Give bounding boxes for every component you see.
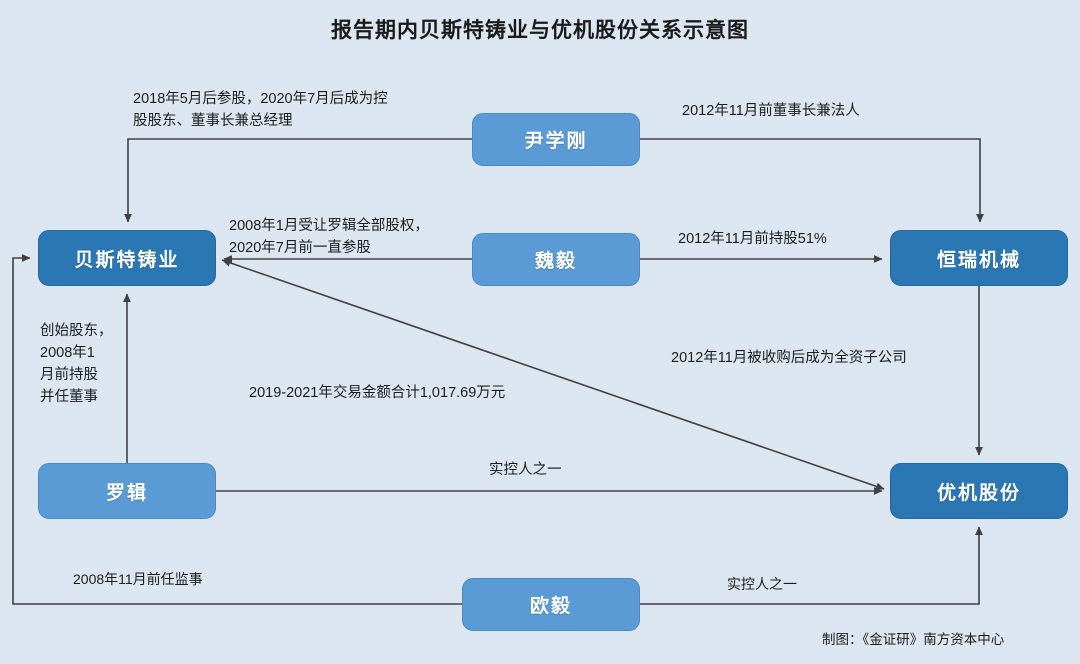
credit-line: 制图：《金证研》南方资本中心 xyxy=(822,632,1005,647)
node-luoji[interactable]: 罗辑 xyxy=(38,463,216,519)
edge-label-weiyi-beste: 2008年1月受让罗辑全部股权， 2020年7月前一直参股 xyxy=(229,218,429,256)
edge-yinxuegang-to-beste xyxy=(124,138,472,223)
edge-beste-to-youji xyxy=(221,259,885,491)
edge-ouyi-to-youji xyxy=(640,526,983,605)
edge-label-ouyi-youji: 实控人之一 xyxy=(727,576,797,592)
node-weiyi[interactable]: 魏毅 xyxy=(472,233,640,286)
node-yinxuegang[interactable]: 尹学刚 xyxy=(472,113,640,166)
edge-label-hengrui-youji: 2012年11月被收购后成为全资子公司 xyxy=(671,350,907,366)
edge-label-beste-youji: 2019-2021年交易金额合计1,017.69万元 xyxy=(249,385,506,401)
edge-ouyi-to-beste xyxy=(12,254,462,605)
edge-label-yinxuegang-hengrui: 2012年11月前董事长兼法人 xyxy=(682,103,860,119)
node-hengrui[interactable]: 恒瑞机械 xyxy=(890,230,1068,286)
node-ouyi[interactable]: 欧毅 xyxy=(462,578,640,631)
edge-label-ouyi-beste: 2008年11月前任监事 xyxy=(73,571,203,587)
node-beste[interactable]: 贝斯特铸业 xyxy=(38,230,216,286)
node-youji[interactable]: 优机股份 xyxy=(890,463,1068,519)
edge-label-luoji-youji: 实控人之一 xyxy=(489,462,562,478)
edge-label-yinxuegang-beste: 2018年5月后参股，2020年7月后成为控 股股东、董事长兼总经理 xyxy=(133,91,388,129)
edge-yinxuegang-to-hengrui xyxy=(640,138,984,223)
edge-label-weiyi-hengrui: 2012年11月前持股51% xyxy=(678,231,827,247)
edge-label-luoji-beste: 创始股东， 2008年1 月前持股 并任董事 xyxy=(40,323,113,405)
page-title: 报告期内贝斯特铸业与优机股份关系示意图 xyxy=(331,19,749,42)
